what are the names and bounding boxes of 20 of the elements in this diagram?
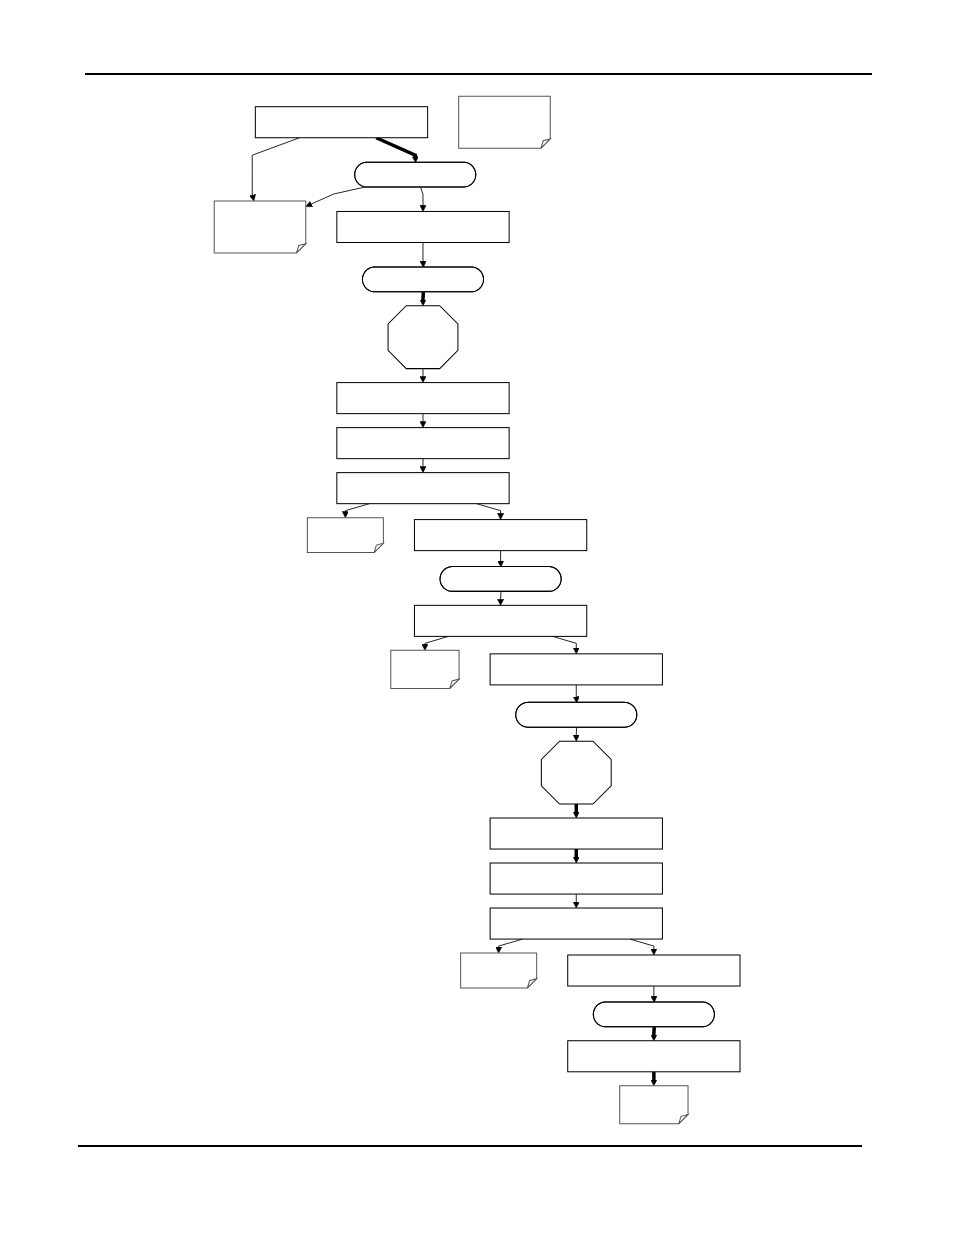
arrow [650,1027,658,1042]
arrow [375,136,419,163]
node-box [336,427,510,460]
arrow [419,292,427,307]
arrow [650,1071,658,1087]
node-box [567,1040,741,1073]
node-box [489,817,663,850]
node-box [336,382,510,415]
node-box [413,519,588,552]
node-box [413,604,588,637]
node-box [336,472,510,505]
node-octagon [540,740,612,805]
node-box [489,907,663,940]
node-octagon [387,305,459,370]
arrow [572,849,580,864]
node-box [254,106,428,139]
node-box [489,862,663,895]
node-box [567,954,741,987]
node-box [336,210,510,243]
node-box [489,653,663,686]
